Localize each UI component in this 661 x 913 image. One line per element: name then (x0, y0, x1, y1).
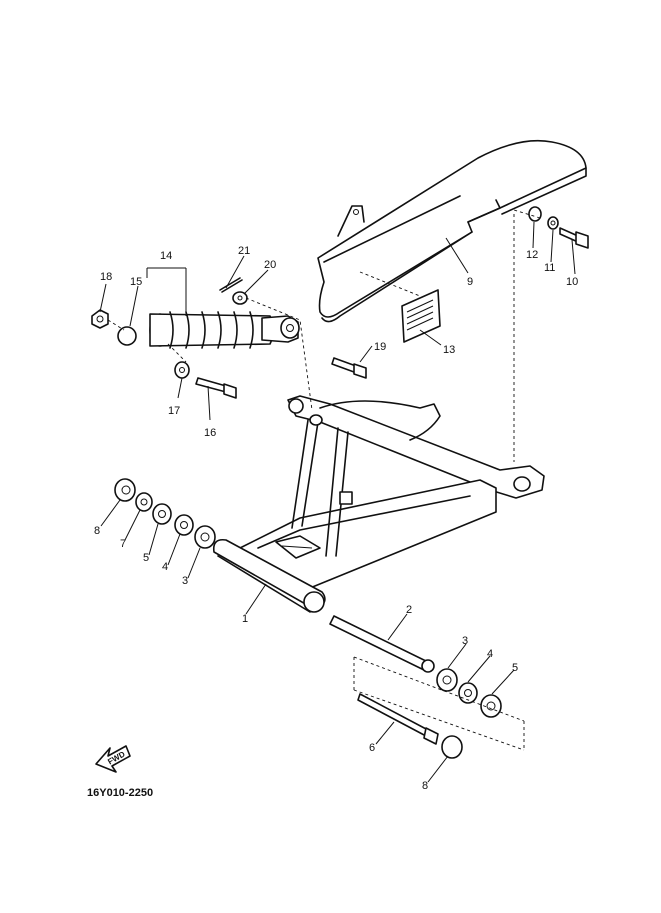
label-part-1: 1 (242, 613, 248, 625)
label-part-19: 19 (374, 341, 386, 353)
left-bearing-stack (114, 478, 216, 549)
label-part-20: 20 (264, 259, 276, 271)
label-part-3-right: 3 (462, 635, 468, 647)
assembly-guides (107, 209, 541, 751)
label-part-12: 12 (526, 249, 538, 261)
label-part-6: 6 (369, 742, 375, 754)
pivot-shaft (329, 615, 435, 673)
label-plate (401, 289, 441, 343)
label-part-21: 21 (238, 245, 250, 257)
label-part-11: 11 (544, 262, 555, 274)
label-part-8-right: 8 (422, 780, 428, 792)
hardware-chain-guard (528, 206, 589, 249)
shock-absorber (117, 311, 300, 349)
label-part-9: 9 (467, 276, 473, 288)
diagram-code: 16Y010-2250 (87, 787, 154, 799)
chain-guard (317, 139, 587, 323)
label-part-13: 13 (443, 344, 455, 356)
label-part-8-left: 8 (94, 525, 100, 537)
label-part-15: 15 (130, 276, 142, 288)
label-part-5-left: 5 (143, 552, 149, 564)
label-part-16: 16 (204, 427, 216, 439)
label-part-18: 18 (100, 271, 112, 283)
label-part-14: 14 (160, 250, 172, 262)
label-part-3-left: 3 (182, 575, 188, 587)
label-part-4-left: 4 (162, 561, 168, 573)
swingarm (212, 395, 545, 613)
label-part-2: 2 (406, 604, 412, 616)
right-bearing-stack (357, 668, 502, 759)
label-part-5-right: 5 (512, 662, 518, 674)
label-part-17: 17 (168, 405, 180, 417)
part-number-labels: 1 2 3 3 4 4 5 5 6 7 8 8 9 10 11 12 13 14… (94, 245, 578, 792)
label-part-7: 7 (120, 538, 126, 550)
label-part-4-right: 4 (487, 648, 493, 660)
forward-arrow-icon: FWD (95, 745, 131, 773)
leader-lines (99, 221, 576, 783)
label-part-10: 10 (566, 276, 578, 288)
